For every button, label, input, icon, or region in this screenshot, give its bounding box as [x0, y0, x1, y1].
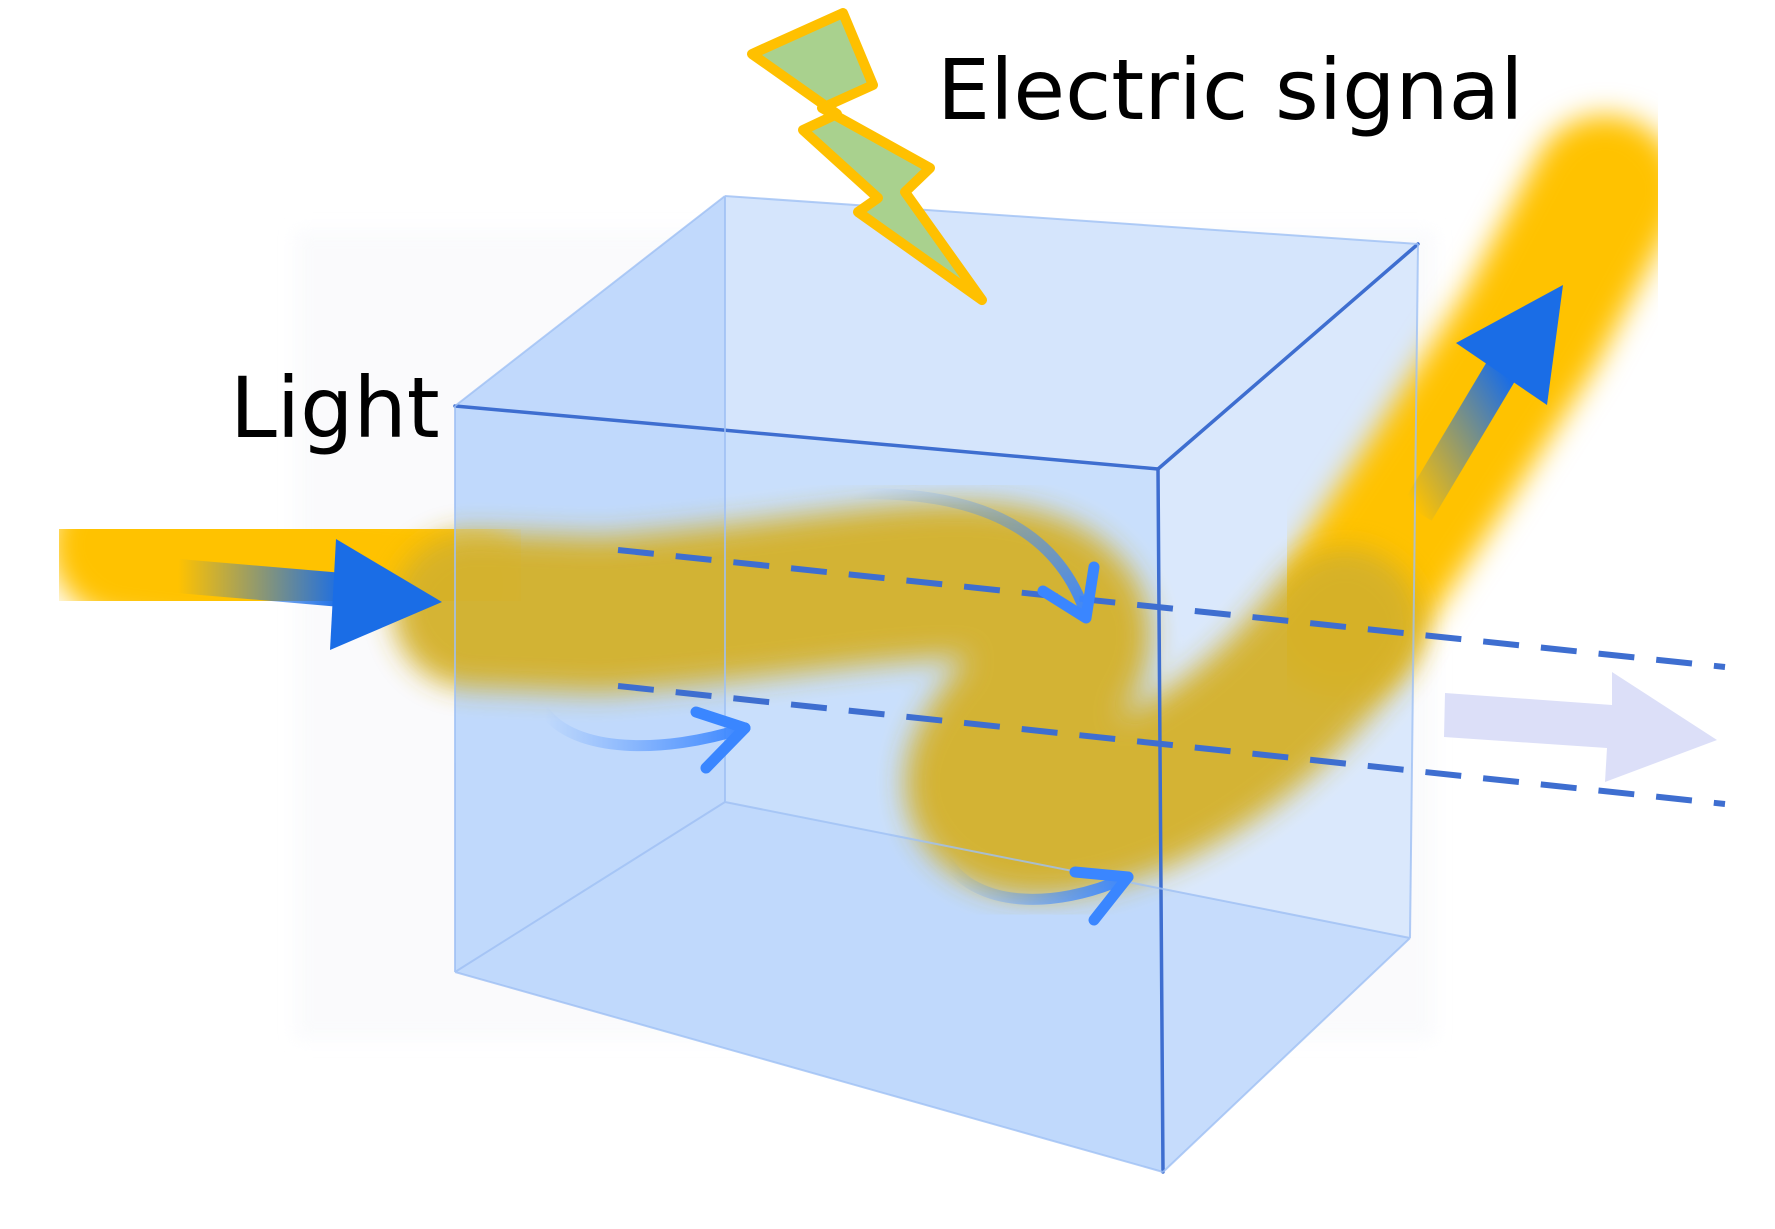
edge-bottom-front [454, 971, 1164, 1173]
straight-path-guides [617, 547, 1726, 807]
electric-signal-label: Electric signal [937, 41, 1524, 139]
edge-front-top [453, 404, 1160, 471]
curved-arrow-middle-icon [539, 706, 751, 774]
edge-back-right [1409, 243, 1419, 939]
edge-bottom-left [454, 801, 726, 973]
edge-left-top [454, 195, 726, 407]
edge-back-top [724, 195, 1419, 245]
crystal-edges [453, 242, 1420, 1174]
light-label: Light [230, 359, 440, 457]
deflection-arrows [539, 488, 1134, 926]
edge-bottom-right [1162, 937, 1411, 1173]
curved-arrow-top-icon [849, 488, 1100, 624]
crystal-faint-edges [454, 195, 1419, 1173]
up-right-arrow-icon [1402, 285, 1563, 521]
edge-front-right [1156, 467, 1165, 1174]
edge-top-right [1156, 242, 1420, 471]
curved-arrow-bottom-icon [942, 856, 1134, 926]
dashed-guide-lower [617, 683, 1726, 807]
edge-bottom-back [724, 801, 1411, 939]
lightning-bolt-icon [747, 8, 987, 305]
right-arrow-icon [176, 539, 442, 650]
faded-right-arrow-icon [1444, 672, 1717, 782]
dashed-guide-upper [617, 547, 1726, 670]
